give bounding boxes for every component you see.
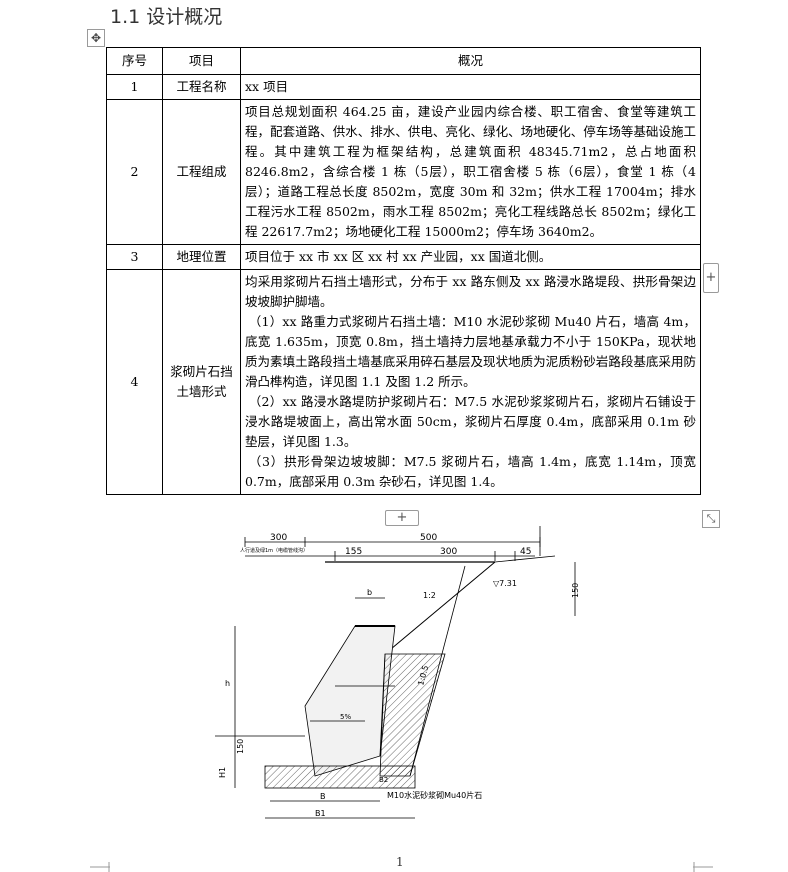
row-item[interactable]: 工程组成: [162, 99, 241, 245]
slope-line: [384, 561, 496, 655]
header-overview: 概况: [240, 47, 701, 75]
left-note: 人行道及绿1m（电缆管线沟）: [240, 547, 308, 554]
slope-label: 1:2: [423, 591, 436, 600]
dimension-label: 300: [440, 547, 457, 557]
foundation: [264, 765, 416, 789]
overview-paragraph: 均采用浆砌片石挡土墙形式，分布于 xx 路东侧及 xx 路浸水路堤段、拱形骨架边…: [245, 274, 696, 309]
row-item[interactable]: 地理位置: [162, 244, 241, 270]
table-move-handle[interactable]: ✥: [87, 29, 105, 47]
page-number: 1: [396, 855, 404, 869]
height-label: H1: [218, 767, 227, 778]
dimension-label: B2: [379, 776, 388, 784]
section-heading: 1.1 设计概况: [110, 6, 223, 28]
row-no[interactable]: 3: [106, 244, 163, 270]
overview-paragraph: （1）xx 路重力式浆砌片石挡土墙：M10 水泥砂浆砌 Mu40 片石，墙高 4…: [245, 314, 696, 389]
overview-paragraph: 项目总规划面积 464.25 亩，建设产业园内综合楼、职工宿舍、食堂等建筑工程，…: [245, 104, 696, 239]
row-overview[interactable]: xx 项目: [240, 74, 701, 100]
height-label: 150: [236, 739, 245, 754]
row-no[interactable]: 2: [106, 99, 163, 245]
overview-paragraph: （3）拱形骨架边坡坡脚：M7.5 浆砌片石，墙高 1.4m，底宽 1.14m，顶…: [245, 454, 696, 489]
overview-paragraph: 项目位于 xx 市 xx 区 xx 村 xx 产业园，xx 国道北侧。: [245, 249, 552, 264]
ratio-label: 5%: [340, 713, 351, 721]
material-label: M10水泥砂浆砌Mu40片石: [387, 790, 482, 800]
table-row: 2 工程组成 项目总规划面积 464.25 亩，建设产业园内综合楼、职工宿舍、食…: [106, 99, 701, 245]
add-column-button[interactable]: +: [703, 263, 719, 293]
dimension-label: B: [320, 792, 326, 801]
row-no[interactable]: 1: [106, 74, 163, 100]
road-shoulder: [494, 555, 556, 563]
dimension-label: 300: [270, 533, 287, 543]
slope-line: [409, 565, 466, 777]
header-no: 序号: [106, 47, 163, 75]
height-label: h: [225, 679, 230, 688]
backfill-area: [379, 653, 446, 777]
row-no[interactable]: 4: [106, 269, 163, 495]
row-overview[interactable]: 项目位于 xx 市 xx 区 xx 村 xx 产业园，xx 国道北侧。: [240, 244, 701, 270]
row-overview[interactable]: 均采用浆砌片石挡土墙形式，分布于 xx 路东侧及 xx 路浸水路堤段、拱形骨架边…: [240, 269, 701, 495]
dimension-label: 500: [420, 533, 437, 543]
header-item: 项目: [162, 47, 241, 75]
table-row: 3 地理位置 项目位于 xx 市 xx 区 xx 村 xx 产业园，xx 国道北…: [106, 244, 701, 270]
dimension-label: 45: [520, 547, 531, 557]
table-header-row: 序号 项目 概况: [106, 47, 701, 75]
crop-mark: [693, 862, 713, 872]
add-row-button[interactable]: +: [385, 510, 419, 526]
table-row: 1 工程名称 xx 项目: [106, 74, 701, 100]
row-item[interactable]: 工程名称: [162, 74, 241, 100]
crop-mark: [90, 862, 110, 872]
dimension-label: b: [367, 588, 372, 597]
table-row: 4 浆砌片石挡土墙形式 均采用浆砌片石挡土墙形式，分布于 xx 路东侧及 xx …: [106, 269, 701, 495]
height-label: 150: [571, 583, 580, 598]
overview-paragraph: （2）xx 路浸水路堤防护浆砌片石：M7.5 水泥砂浆浆砌片石，浆砌片石铺设于浸…: [245, 394, 696, 449]
elevation-label: ▽7.31: [493, 579, 517, 588]
overview-paragraph: xx 项目: [245, 79, 289, 94]
dimension-label: 155: [345, 547, 362, 557]
row-item[interactable]: 浆砌片石挡土墙形式: [162, 269, 241, 495]
retaining-wall-drawing: 300 500 155 300 45 人行道及绿1m（电缆管线沟） 1:2 ▽7…: [215, 526, 580, 819]
dimension-label: B1: [315, 809, 326, 818]
table-resize-handle[interactable]: ⤡: [702, 510, 720, 528]
row-overview[interactable]: 项目总规划面积 464.25 亩，建设产业园内综合楼、职工宿舍、食堂等建筑工程，…: [240, 99, 701, 245]
overview-table: 序号 项目 概况 1 工程名称 xx 项目 2 工程组成 项目总规划面积 464…: [106, 47, 701, 495]
